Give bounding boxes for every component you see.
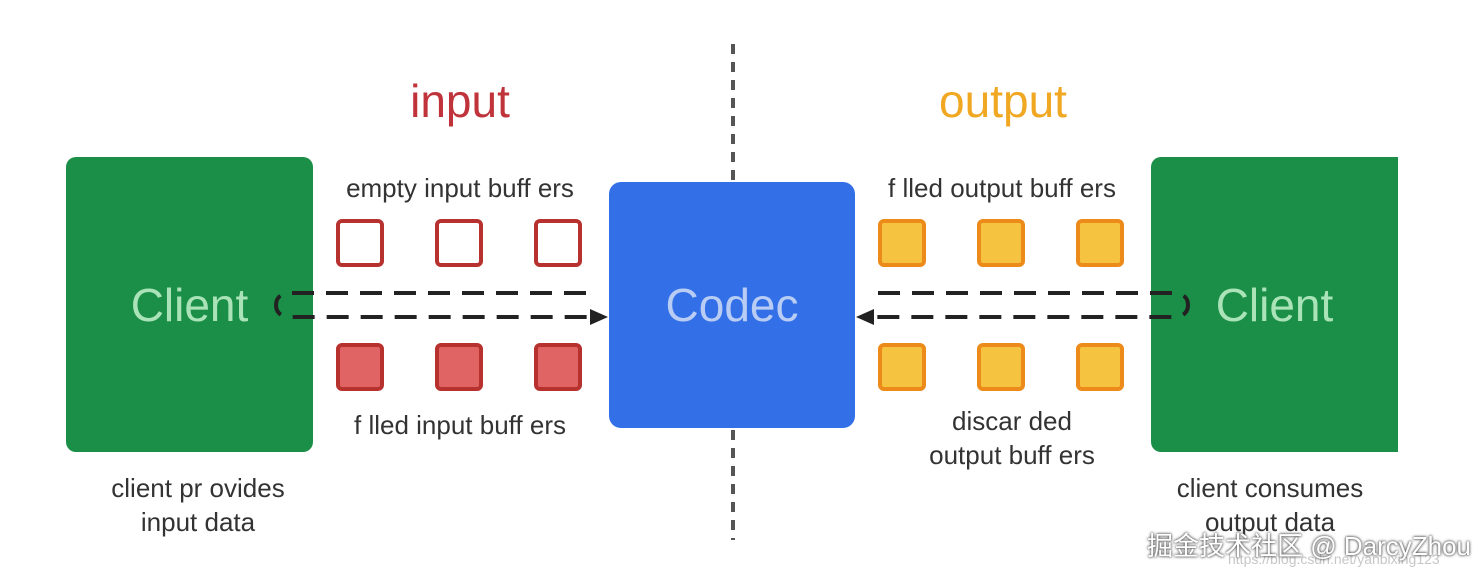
- discarded-output-buffer-3: [1076, 343, 1124, 391]
- client-consumes-caption: client consumes output data: [1130, 471, 1410, 539]
- output-arrowhead: [856, 309, 874, 325]
- filled-input-buffer-2: [435, 343, 483, 391]
- left-client-label: Client: [130, 278, 249, 331]
- filled-output-buffers-label: f lled output buff ers: [888, 173, 1116, 203]
- source-url: https://blog.csdn.net/yanbixing123: [1228, 551, 1440, 567]
- empty-input-buffers-label: empty input buff ers: [346, 173, 574, 203]
- right-client-box: Client: [1151, 157, 1398, 452]
- filled-output-buffer-1: [878, 219, 926, 267]
- discarded-output-buffer-2: [977, 343, 1025, 391]
- client-provides-line-1: client pr ovides: [111, 473, 285, 503]
- input-loop: [273, 291, 598, 319]
- discarded-line-2: output buff ers: [929, 440, 1095, 470]
- input-arrowhead: [590, 309, 608, 325]
- empty-input-buffer-3: [534, 219, 582, 267]
- filled-input-buffer-1: [336, 343, 384, 391]
- client-provides-caption: client pr ovides input data: [60, 471, 336, 539]
- client-provides-line-2: input data: [140, 507, 256, 537]
- discarded-output-buffers-label: discar ded output buff ers: [872, 404, 1152, 472]
- output-loop: [866, 291, 1191, 319]
- client-consumes-line-1: client consumes: [1176, 473, 1364, 503]
- watermark: 掘金技术社区 @ DarcyZhou: [1147, 531, 1471, 561]
- output-title: output: [939, 75, 1067, 127]
- client-consumes-line-2: output data: [1204, 507, 1336, 537]
- right-client-label: Client: [1215, 278, 1334, 331]
- codec-label: Codec: [665, 279, 799, 331]
- filled-output-buffer-2: [977, 219, 1025, 267]
- discarded-line-1: discar ded: [952, 406, 1072, 436]
- discarded-output-buffer-1: [878, 343, 926, 391]
- left-client-box: Client: [66, 157, 313, 452]
- filled-input-buffer-3: [534, 343, 582, 391]
- empty-input-buffer-1: [336, 219, 384, 267]
- filled-output-buffer-3: [1076, 219, 1124, 267]
- codec-box: Codec: [609, 182, 855, 428]
- empty-input-buffer-2: [435, 219, 483, 267]
- filled-input-buffers-label: f lled input buff ers: [354, 410, 566, 440]
- input-title: input: [410, 75, 510, 127]
